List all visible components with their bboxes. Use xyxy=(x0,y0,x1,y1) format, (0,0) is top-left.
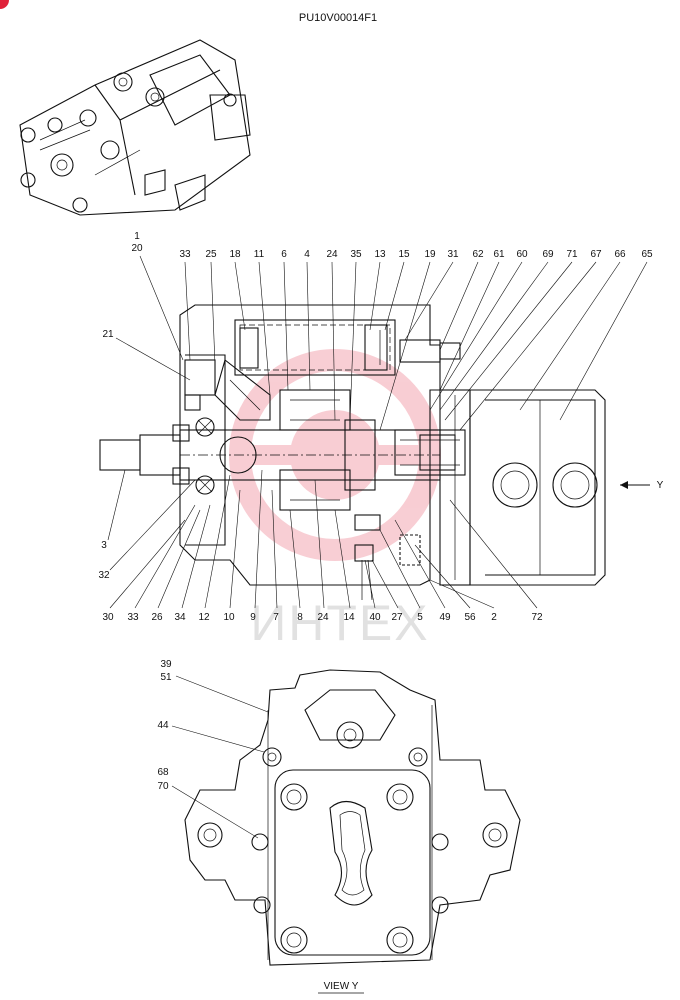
isometric-pump-view xyxy=(19,39,251,216)
label-72: 72 xyxy=(531,612,543,623)
bottom-labels: 30 33 26 34 12 10 9 7 8 24 14 40 27 5 49… xyxy=(102,612,543,623)
label-40: 40 xyxy=(369,612,381,623)
label-19: 19 xyxy=(424,249,436,260)
label-18: 18 xyxy=(229,249,241,260)
label-6: 6 xyxy=(281,249,287,260)
label-13: 13 xyxy=(374,249,386,260)
bolt-group xyxy=(251,747,449,954)
label-2: 2 xyxy=(491,612,497,623)
label-51: 51 xyxy=(160,672,172,683)
label-20: 20 xyxy=(131,243,143,254)
label-24b: 24 xyxy=(317,612,329,623)
label-31: 31 xyxy=(447,249,459,260)
top-leaders xyxy=(139,255,648,431)
label-34: 34 xyxy=(174,612,186,623)
top-labels: 1 20 33 25 18 11 6 4 24 35 13 15 19 31 6… xyxy=(131,231,653,260)
label-62: 62 xyxy=(472,249,484,260)
label-24: 24 xyxy=(326,249,338,260)
corner-badge xyxy=(0,0,9,9)
label-69: 69 xyxy=(542,249,554,260)
bottom-leaders xyxy=(109,469,538,609)
label-33: 33 xyxy=(179,249,191,260)
label-67: 67 xyxy=(590,249,602,260)
label-65: 65 xyxy=(641,249,653,260)
label-7: 7 xyxy=(273,612,279,623)
label-44: 44 xyxy=(157,720,169,731)
label-39: 39 xyxy=(160,659,172,670)
label-66: 66 xyxy=(614,249,626,260)
label-9: 9 xyxy=(250,612,256,623)
view-y-drawing xyxy=(184,669,521,966)
label-4: 4 xyxy=(304,249,310,260)
label-68: 68 xyxy=(157,767,169,778)
label-60: 60 xyxy=(516,249,528,260)
label-26: 26 xyxy=(151,612,163,623)
view-y-labels: 39 51 44 68 70 xyxy=(157,659,269,839)
label-70: 70 xyxy=(157,781,169,792)
label-5: 5 xyxy=(417,612,423,623)
label-61: 61 xyxy=(493,249,505,260)
label-y: Y xyxy=(657,480,664,491)
watermark-text: ИНТЕХ xyxy=(250,595,429,651)
label-56: 56 xyxy=(464,612,476,623)
label-10: 10 xyxy=(223,612,235,623)
label-71: 71 xyxy=(566,249,578,260)
label-12: 12 xyxy=(198,612,210,623)
label-21: 21 xyxy=(102,329,114,340)
label-25: 25 xyxy=(205,249,217,260)
label-30: 30 xyxy=(102,612,114,623)
label-11: 11 xyxy=(254,249,265,260)
view-y-caption: VIEW Y xyxy=(324,981,359,992)
label-27: 27 xyxy=(391,612,403,623)
label-49: 49 xyxy=(439,612,451,623)
label-15: 15 xyxy=(398,249,410,260)
label-1: 1 xyxy=(134,231,140,242)
label-32: 32 xyxy=(98,570,110,581)
drawing-code: PU10V00014F1 xyxy=(299,12,377,24)
label-14: 14 xyxy=(343,612,355,623)
label-33b: 33 xyxy=(127,612,139,623)
section-view xyxy=(99,304,650,601)
label-35: 35 xyxy=(350,249,362,260)
label-3: 3 xyxy=(101,540,107,551)
label-8: 8 xyxy=(297,612,303,623)
